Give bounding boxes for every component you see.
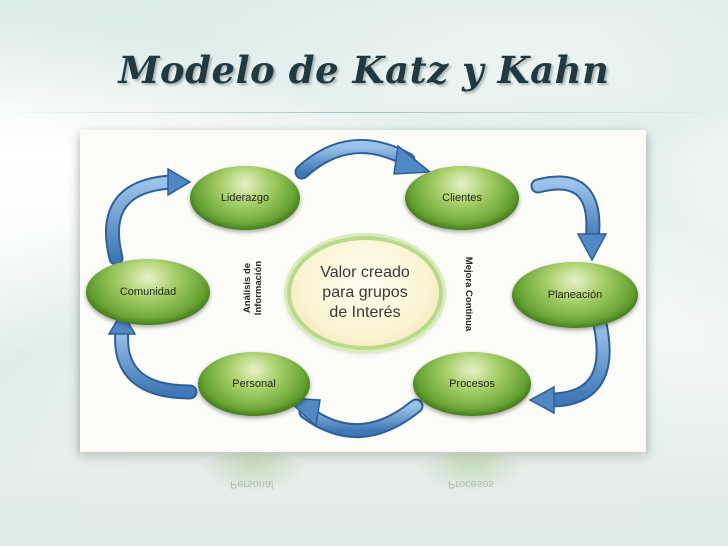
- node-procesos-label: Procesos: [449, 378, 495, 390]
- node-procesos: Procesos: [413, 352, 531, 416]
- node-personal-label: Personal: [232, 378, 276, 390]
- center-line-2: para grupos: [322, 284, 408, 301]
- slide-title: Modelo de Katz y Kahn: [118, 48, 610, 92]
- node-personal: Personal: [198, 352, 310, 416]
- side-label-mejora-continua: Mejora Continua: [463, 256, 474, 332]
- center-line-1: Valor creado: [320, 264, 410, 281]
- node-planeacion-label: Planeación: [547, 289, 603, 301]
- node-planeacion: Planeación: [512, 262, 638, 328]
- side-label-analisis-line2: Información: [253, 260, 264, 316]
- side-label-analisis: Análisis de Información: [242, 246, 266, 330]
- node-liderazgo-label: Liderazgo: [220, 192, 270, 204]
- node-liderazgo: Liderazgo: [190, 166, 300, 230]
- title-divider: [0, 112, 728, 113]
- reflection-procesos: Procesos: [448, 478, 494, 490]
- side-label-analisis-line1: Análisis de: [242, 262, 253, 314]
- cycle-arrows: [105, 139, 611, 438]
- node-clientes: Clientes: [405, 166, 519, 230]
- node-clientes-label: Clientes: [442, 192, 482, 204]
- node-comunidad: Comunidad: [86, 259, 210, 325]
- center-value-circle: Valor creado para grupos de Interés: [287, 236, 443, 350]
- reflection-personal: Personal: [230, 478, 274, 490]
- center-line-3: de Interés: [329, 304, 401, 321]
- panel-reflection: Personal Procesos: [80, 452, 646, 546]
- node-comunidad-label: Comunidad: [119, 286, 177, 298]
